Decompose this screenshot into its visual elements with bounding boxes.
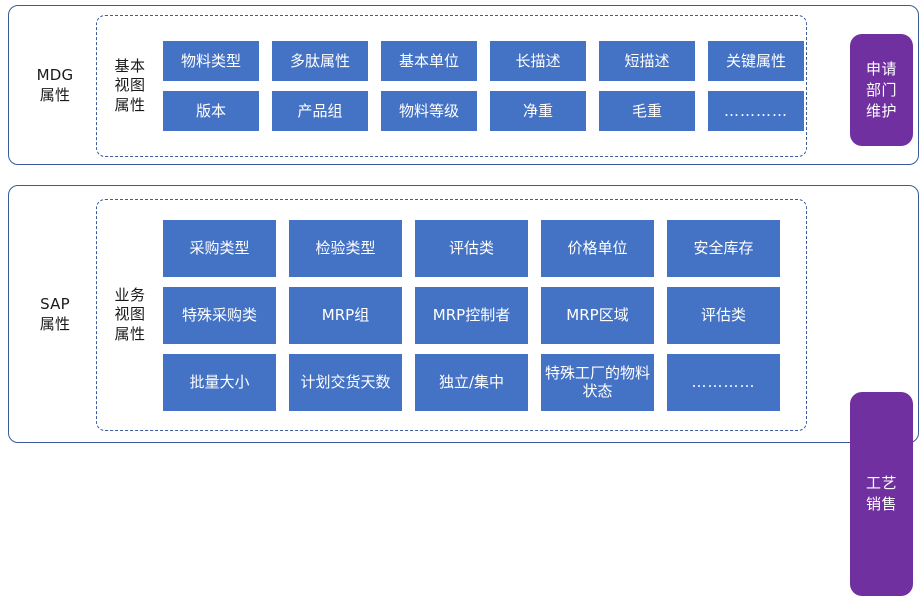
mdg-attributes-section: MDG 属性 基本 视图 属性 物料类型 多肽属性 基本单位 长描述 短描述 关… bbox=[8, 5, 919, 165]
chip-long-description[interactable]: 长描述 bbox=[490, 41, 586, 81]
mdg-chip-grid: 物料类型 多肽属性 基本单位 长描述 短描述 关键属性 版本 产品组 物料等级 … bbox=[163, 41, 812, 131]
chip-more-ellipsis-sap[interactable]: ………… bbox=[667, 353, 780, 411]
process-sales-line-2: 销售 bbox=[865, 495, 897, 513]
chip-valuation-class-1[interactable]: 评估类 bbox=[415, 219, 528, 277]
chip-base-unit[interactable]: 基本单位 bbox=[381, 41, 477, 81]
sap-chip-row-2: 特殊采购类 MRP组 MRP控制者 MRP区域 评估类 bbox=[163, 286, 798, 344]
mdg-section-label-line-2: 属性 bbox=[39, 86, 71, 104]
mdg-group-label-line-2: 视图 bbox=[114, 76, 146, 95]
sap-section-label-line-2: 属性 bbox=[39, 315, 71, 333]
chip-special-procurement-type[interactable]: 特殊采购类 bbox=[163, 286, 276, 344]
sap-group-label-line-3: 属性 bbox=[114, 324, 146, 343]
chip-mrp-area[interactable]: MRP区域 bbox=[541, 286, 654, 344]
chip-mrp-group[interactable]: MRP组 bbox=[289, 286, 402, 344]
sap-chip-row-3: 批量大小 计划交货天数 独立/集中 特殊工厂的物料状态 ………… bbox=[163, 353, 798, 411]
chip-short-description[interactable]: 短描述 bbox=[599, 41, 695, 81]
chip-plant-specific-material-status[interactable]: 特殊工厂的物料状态 bbox=[541, 353, 654, 411]
sap-business-view-group: 业务 视图 属性 采购类型 检验类型 评估类 价格单位 安全库存 特殊采购类 M… bbox=[96, 199, 807, 431]
apply-dept-line-2: 部门 bbox=[865, 80, 897, 99]
chip-material-grade[interactable]: 物料等级 bbox=[381, 91, 477, 131]
chip-key-attribute[interactable]: 关键属性 bbox=[708, 41, 804, 81]
chip-polypeptide-attribute[interactable]: 多肽属性 bbox=[272, 41, 368, 81]
sap-group-label-line-1: 业务 bbox=[114, 285, 146, 304]
chip-valuation-class-2[interactable]: 评估类 bbox=[667, 286, 780, 344]
mdg-group-label-line-1: 基本 bbox=[114, 56, 146, 75]
chip-version[interactable]: 版本 bbox=[163, 91, 259, 131]
process-sales-line-1: 工艺 bbox=[865, 474, 897, 492]
chip-safety-stock[interactable]: 安全库存 bbox=[667, 219, 780, 277]
apply-dept-line-3: 维护 bbox=[865, 101, 897, 120]
process-sales-button[interactable]: 工艺 销售 bbox=[850, 392, 913, 596]
mdg-chip-row-2: 版本 产品组 物料等级 净重 毛重 ………… bbox=[163, 91, 804, 131]
chip-net-weight[interactable]: 净重 bbox=[490, 91, 586, 131]
mdg-section-label: MDG 属性 bbox=[9, 6, 101, 164]
mdg-group-label-line-3: 属性 bbox=[114, 95, 146, 114]
mdg-basic-view-group: 基本 视图 属性 物料类型 多肽属性 基本单位 长描述 短描述 关键属性 版本 … bbox=[96, 15, 807, 157]
chip-mrp-controller[interactable]: MRP控制者 bbox=[415, 286, 528, 344]
mdg-section-label-line-1: MDG bbox=[36, 65, 74, 84]
chip-product-group[interactable]: 产品组 bbox=[272, 91, 368, 131]
chip-more-ellipsis-mdg[interactable]: ………… bbox=[708, 91, 804, 131]
sap-section-label: SAP 属性 bbox=[9, 186, 101, 442]
chip-individual-collective[interactable]: 独立/集中 bbox=[415, 353, 528, 411]
chip-purchasing-type[interactable]: 采购类型 bbox=[163, 219, 276, 277]
chip-price-unit[interactable]: 价格单位 bbox=[541, 219, 654, 277]
sap-section-label-line-1: SAP bbox=[40, 294, 70, 313]
apply-department-maintain-button[interactable]: 申请 部门 维护 bbox=[850, 34, 913, 146]
mdg-chip-row-1: 物料类型 多肽属性 基本单位 长描述 短描述 关键属性 bbox=[163, 41, 804, 81]
chip-inspection-type[interactable]: 检验类型 bbox=[289, 219, 402, 277]
chip-planned-delivery-days[interactable]: 计划交货天数 bbox=[289, 353, 402, 411]
sap-chip-row-1: 采购类型 检验类型 评估类 价格单位 安全库存 bbox=[163, 219, 798, 277]
apply-dept-line-1: 申请 bbox=[865, 59, 897, 78]
chip-material-type[interactable]: 物料类型 bbox=[163, 41, 259, 81]
chip-gross-weight[interactable]: 毛重 bbox=[599, 91, 695, 131]
sap-chip-grid: 采购类型 检验类型 评估类 价格单位 安全库存 特殊采购类 MRP组 MRP控制… bbox=[163, 219, 806, 411]
mdg-basic-view-group-label: 基本 视图 属性 bbox=[97, 57, 163, 116]
chip-lot-size[interactable]: 批量大小 bbox=[163, 353, 276, 411]
sap-attributes-section: SAP 属性 业务 视图 属性 采购类型 检验类型 评估类 价格单位 安全库存 … bbox=[8, 185, 919, 596]
sap-group-label-line-2: 视图 bbox=[114, 305, 146, 324]
sap-business-view-group-label: 业务 视图 属性 bbox=[97, 286, 163, 345]
